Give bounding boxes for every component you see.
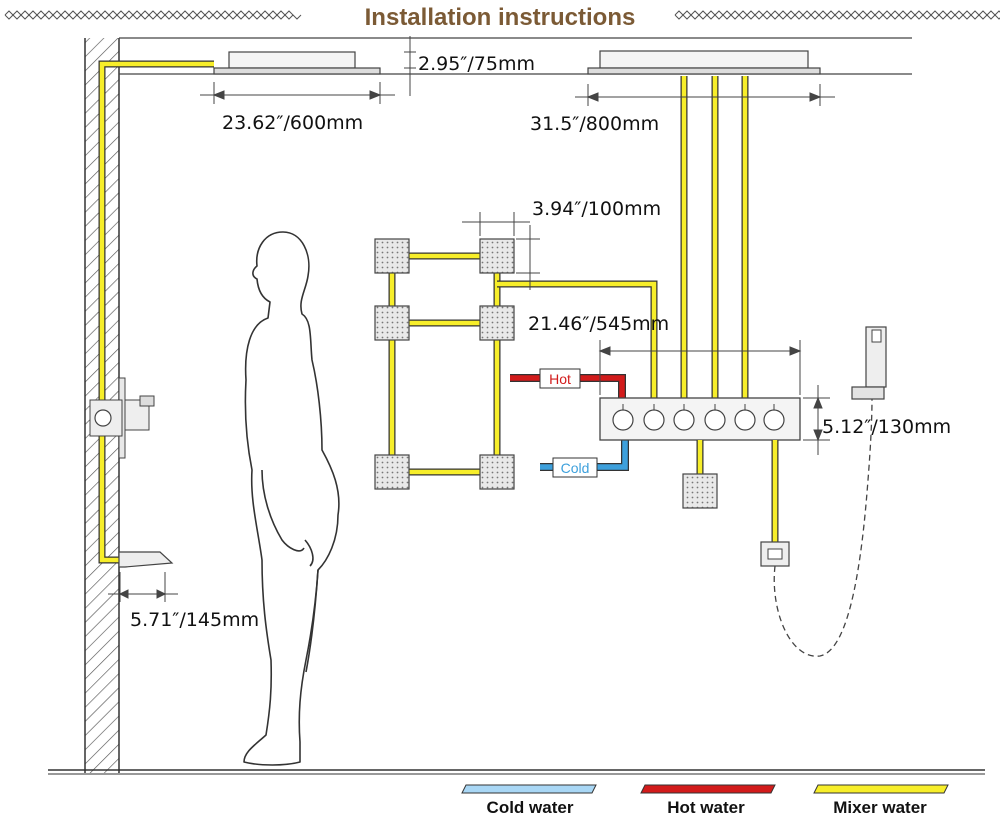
body-jet	[479, 305, 515, 341]
legend: Cold water Hot water Mixer water	[461, 784, 949, 817]
wall-mixer-pipe	[98, 60, 214, 564]
large-rain-head	[587, 50, 821, 75]
person-silhouette	[243, 231, 340, 766]
dimension-lines	[108, 36, 835, 602]
legend-cold: Cold water	[461, 784, 597, 817]
ceiling-mixer-pipes	[680, 76, 749, 398]
thermostatic-valve	[599, 397, 801, 441]
valve-knob	[734, 409, 756, 431]
lower-mixer-pipes	[696, 440, 779, 542]
valve-knob	[673, 409, 695, 431]
valve-knob	[763, 409, 785, 431]
dim-valve-span: 21.46″/545mm	[528, 313, 669, 335]
title-ornament-left	[4, 10, 302, 20]
body-jet	[374, 238, 410, 274]
lower-body-jet	[682, 473, 718, 509]
tub-spout	[118, 551, 174, 568]
title-ornament-right	[674, 10, 1000, 20]
body-jet	[479, 454, 515, 490]
body-jet	[479, 238, 515, 274]
dim-jet-size: 3.94″/100mm	[532, 198, 661, 220]
body-jets	[374, 238, 515, 490]
svg-text:Mixer water: Mixer water	[833, 798, 927, 817]
valve-knob	[704, 409, 726, 431]
valve-knob	[643, 409, 665, 431]
hand-shower	[851, 326, 887, 400]
dim-valve-height: 5.12″/130mm	[822, 416, 951, 438]
hand-shower-outlet	[760, 541, 790, 567]
svg-text:Cold: Cold	[561, 460, 590, 476]
cold-label-tag: Cold	[552, 457, 598, 478]
hot-label-tag: Hot	[539, 368, 581, 389]
svg-text:Hot: Hot	[549, 371, 571, 387]
body-jet	[374, 454, 410, 490]
wall-valve	[89, 377, 155, 459]
dim-small-head-width: 23.62″/600mm	[222, 112, 363, 134]
legend-hot: Hot water	[640, 784, 776, 817]
dim-large-head-width: 31.5″/800mm	[530, 113, 659, 135]
dim-ceiling-depth: 2.95″/75mm	[418, 53, 535, 75]
small-rain-head	[213, 51, 381, 75]
valve-knob	[612, 409, 634, 431]
dim-spout-length: 5.71″/145mm	[130, 609, 259, 631]
legend-mixer: Mixer water	[813, 784, 949, 817]
body-jet	[374, 305, 410, 341]
hand-shower-hose	[773, 397, 873, 657]
body-jet-piping	[388, 252, 658, 476]
svg-text:Hot water: Hot water	[667, 798, 745, 817]
svg-text:Cold water: Cold water	[487, 798, 574, 817]
page-title: Installation instructions	[365, 4, 636, 31]
